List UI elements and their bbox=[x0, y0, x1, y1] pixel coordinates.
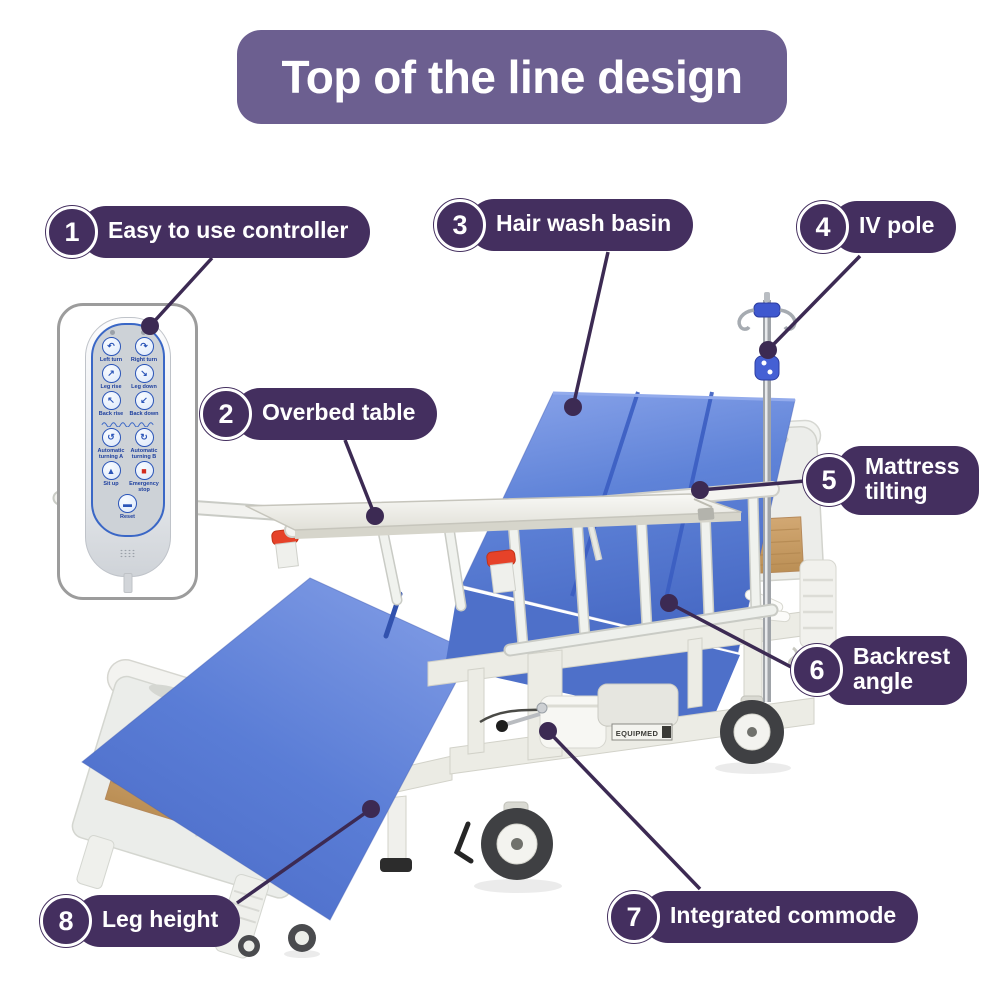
callout-label: Overbed table bbox=[234, 388, 438, 440]
callout-label: Easy to use controller bbox=[80, 206, 371, 258]
right-turn-icon: ↷ bbox=[134, 337, 154, 356]
leg-down-button: ↘ Leg down bbox=[128, 364, 161, 391]
callout-integrated-commode: 7 Integrated commode bbox=[608, 891, 919, 943]
controller-inset-frame: ↶ Left turn ↷ Right turn ↗ Leg rise ↘ Le… bbox=[57, 303, 198, 600]
callout-number: 2 bbox=[200, 388, 252, 440]
callout-label: Integrated commode bbox=[642, 891, 919, 943]
foot-casters bbox=[238, 924, 320, 958]
automatic-turning-b-label: Automatic turning B bbox=[130, 448, 158, 461]
wheel-center bbox=[474, 801, 562, 893]
controller-panel: ↶ Left turn ↷ Right turn ↗ Leg rise ↘ Le… bbox=[90, 323, 165, 537]
callout-number: 1 bbox=[46, 206, 98, 258]
callout-backrest-angle: 6 Backrest angle bbox=[791, 636, 967, 705]
callout-label: Leg height bbox=[74, 895, 241, 947]
left-turn-label: Left turn bbox=[99, 357, 123, 363]
leg-rise-icon: ↗ bbox=[101, 364, 121, 384]
iv-hook bbox=[737, 308, 755, 331]
sit-up-label: Sit up bbox=[103, 481, 119, 488]
leg-rise-button: ↗ Leg rise bbox=[95, 364, 128, 391]
callout-label: Hair wash basin bbox=[468, 199, 694, 251]
wheel-head bbox=[715, 695, 791, 774]
controller-cable bbox=[123, 573, 132, 593]
leg-rise-label: Leg rise bbox=[100, 384, 122, 391]
indicator-leds bbox=[109, 330, 146, 335]
callout-label: Mattress tilting bbox=[837, 446, 979, 515]
leg-down-icon: ↘ bbox=[134, 364, 154, 384]
brand-text: EQUIPMED bbox=[616, 729, 659, 738]
callout-number: 4 bbox=[797, 201, 849, 253]
sit-up-icon: ▲ bbox=[101, 461, 121, 481]
sit-up-button: ▲ Sit up bbox=[95, 461, 128, 494]
back-down-button: ↙ Back down bbox=[128, 391, 161, 418]
callout-label: Backrest angle bbox=[825, 636, 967, 705]
iv-pole-adjuster bbox=[754, 355, 780, 381]
iv-pole-hub bbox=[753, 302, 781, 318]
hand-controller: ↶ Left turn ↷ Right turn ↗ Leg rise ↘ Le… bbox=[84, 317, 171, 593]
callout-easy-to-use-controller: 1 Easy to use controller bbox=[46, 206, 371, 258]
title-banner: Top of the line design bbox=[237, 30, 787, 124]
automatic-turning-a-label: Automatic turning A bbox=[97, 448, 125, 461]
back-down-icon: ↙ bbox=[134, 391, 154, 411]
emergency-stop-label: Emergency stop bbox=[129, 481, 159, 494]
callout-overbed-table: 2 Overbed table bbox=[200, 388, 438, 440]
left-turn-icon: ↶ bbox=[101, 337, 121, 356]
right-turn-button: ↷ Right turn bbox=[128, 337, 161, 364]
automatic-turning-a-button: ↺ Automatic turning A bbox=[95, 428, 128, 461]
reset-button: ▬ Reset bbox=[111, 494, 145, 521]
callout-mattress-tilting: 5 Mattress tilting bbox=[803, 446, 979, 515]
callout-number: 6 bbox=[791, 644, 843, 697]
automatic-turning-b-icon: ↻ bbox=[134, 428, 154, 448]
callout-number: 3 bbox=[434, 199, 486, 251]
motor-box bbox=[597, 683, 679, 727]
callout-label: IV pole bbox=[831, 201, 957, 253]
speaker-grille bbox=[119, 549, 136, 558]
reset-label: Reset bbox=[120, 514, 135, 521]
automatic-turning-a-icon: ↺ bbox=[101, 428, 121, 448]
callout-number: 7 bbox=[608, 891, 660, 943]
callout-number: 5 bbox=[803, 454, 855, 507]
brand-plate: EQUIPMED bbox=[611, 723, 673, 741]
page-title: Top of the line design bbox=[281, 51, 743, 103]
callout-leg-height: 8 Leg height bbox=[40, 895, 241, 947]
automatic-turning-b-button: ↻ Automatic turning B bbox=[128, 428, 161, 461]
back-rise-label: Back rise bbox=[98, 411, 124, 418]
callout-iv-pole: 4 IV pole bbox=[797, 201, 957, 253]
back-rise-icon: ↖ bbox=[101, 391, 121, 411]
back-rise-button: ↖ Back rise bbox=[95, 391, 128, 418]
left-turn-button: ↶ Left turn bbox=[95, 337, 128, 364]
leg-height-foot bbox=[380, 858, 412, 872]
leg-down-label: Leg down bbox=[131, 384, 157, 391]
crank-handle bbox=[453, 821, 474, 864]
callout-number: 8 bbox=[40, 895, 92, 947]
iv-hook bbox=[779, 308, 797, 331]
reset-icon: ▬ bbox=[118, 494, 137, 514]
callout-hair-wash-basin: 3 Hair wash basin bbox=[434, 199, 694, 251]
head-corner-sleeve bbox=[799, 559, 837, 649]
emergency-stop-icon: ■ bbox=[134, 461, 154, 481]
emergency-stop-button: ■ Emergency stop bbox=[128, 461, 161, 494]
back-down-label: Back down bbox=[129, 411, 159, 418]
wave-divider bbox=[100, 422, 154, 428]
right-turn-label: Right turn bbox=[130, 357, 158, 363]
leg-mattress bbox=[81, 577, 473, 921]
